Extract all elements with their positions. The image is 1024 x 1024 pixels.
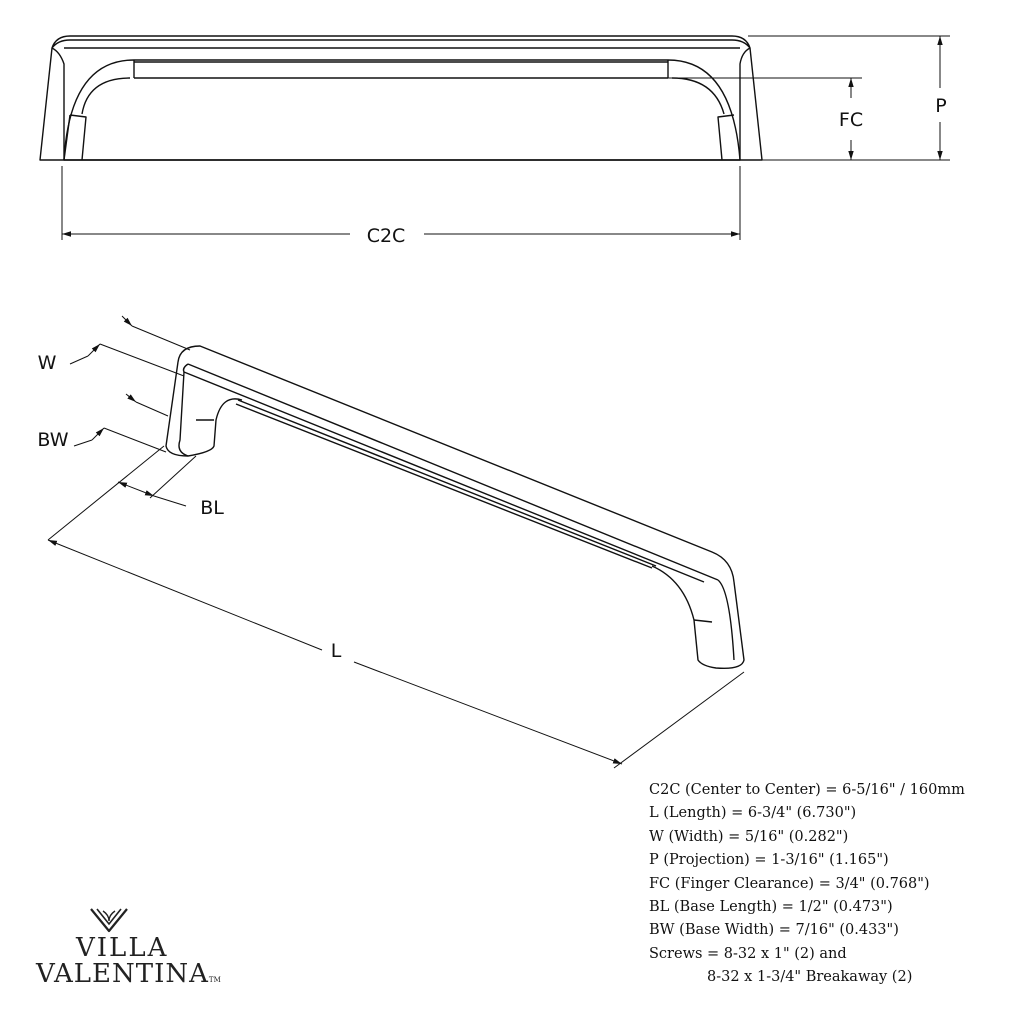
bl-dimension-line	[117, 481, 155, 497]
v-chevron-leaf-icon	[90, 908, 128, 933]
spec-finger-clearance: FC (Finger Clearance) = 3/4" (0.768")	[649, 875, 930, 892]
w-arrow-bottom	[87, 343, 101, 357]
front-view	[39, 35, 763, 161]
front-dimensions	[61, 35, 950, 240]
handle-front-opening	[63, 59, 741, 161]
handle-front-outline	[39, 35, 763, 161]
handle-perspective-bar	[177, 345, 735, 583]
brand-name-line1: VILLA	[76, 933, 169, 963]
spec-screws: Screws = 8-32 x 1" (2) and	[649, 945, 847, 962]
bw-arrow-top	[125, 393, 137, 403]
l-label: L	[331, 640, 342, 662]
brand-logo: VILLA VALENTINATM	[36, 903, 226, 993]
spec-base-width: BW (Base Width) = 7/16" (0.433")	[649, 922, 899, 939]
c2c-label: C2C	[367, 225, 406, 247]
w-label: W	[38, 352, 57, 374]
bw-label: BW	[37, 429, 68, 451]
spec-c2c: C2C (Center to Center) = 6-5/16" / 160mm	[649, 782, 965, 798]
fc-label: FC	[839, 109, 863, 131]
spec-projection: P (Projection) = 1-3/16" (1.165")	[649, 852, 889, 869]
trademark-mark: TM	[208, 976, 221, 984]
brand-name-line2-text: VALENTINA	[36, 959, 209, 989]
handle-perspective-left-leg	[165, 361, 243, 457]
spec-length: L (Length) = 6-3/4" (6.730")	[649, 805, 857, 822]
spec-screws-breakaway: 8-32 x 1-3/4" Breakaway (2)	[707, 969, 913, 986]
l-dimension-line-right	[353, 661, 623, 765]
spec-width: W (Width) = 5/16" (0.282")	[649, 828, 849, 845]
p-label: P	[935, 95, 946, 117]
l-dimension-line-left	[47, 539, 323, 651]
spec-base-length: BL (Base Length) = 1/2" (0.473")	[649, 899, 893, 916]
perspective-view	[165, 345, 745, 670]
handle-perspective-right-leg	[651, 565, 745, 670]
specifications-list: C2C (Center to Center) = 6-5/16" / 160mm…	[649, 779, 965, 990]
bl-label: BL	[200, 497, 224, 519]
perspective-dimensions	[47, 315, 745, 769]
brand-name-line2: VALENTINATM	[36, 959, 221, 989]
bw-arrow-bottom	[91, 427, 105, 441]
w-arrow-top	[121, 315, 133, 327]
